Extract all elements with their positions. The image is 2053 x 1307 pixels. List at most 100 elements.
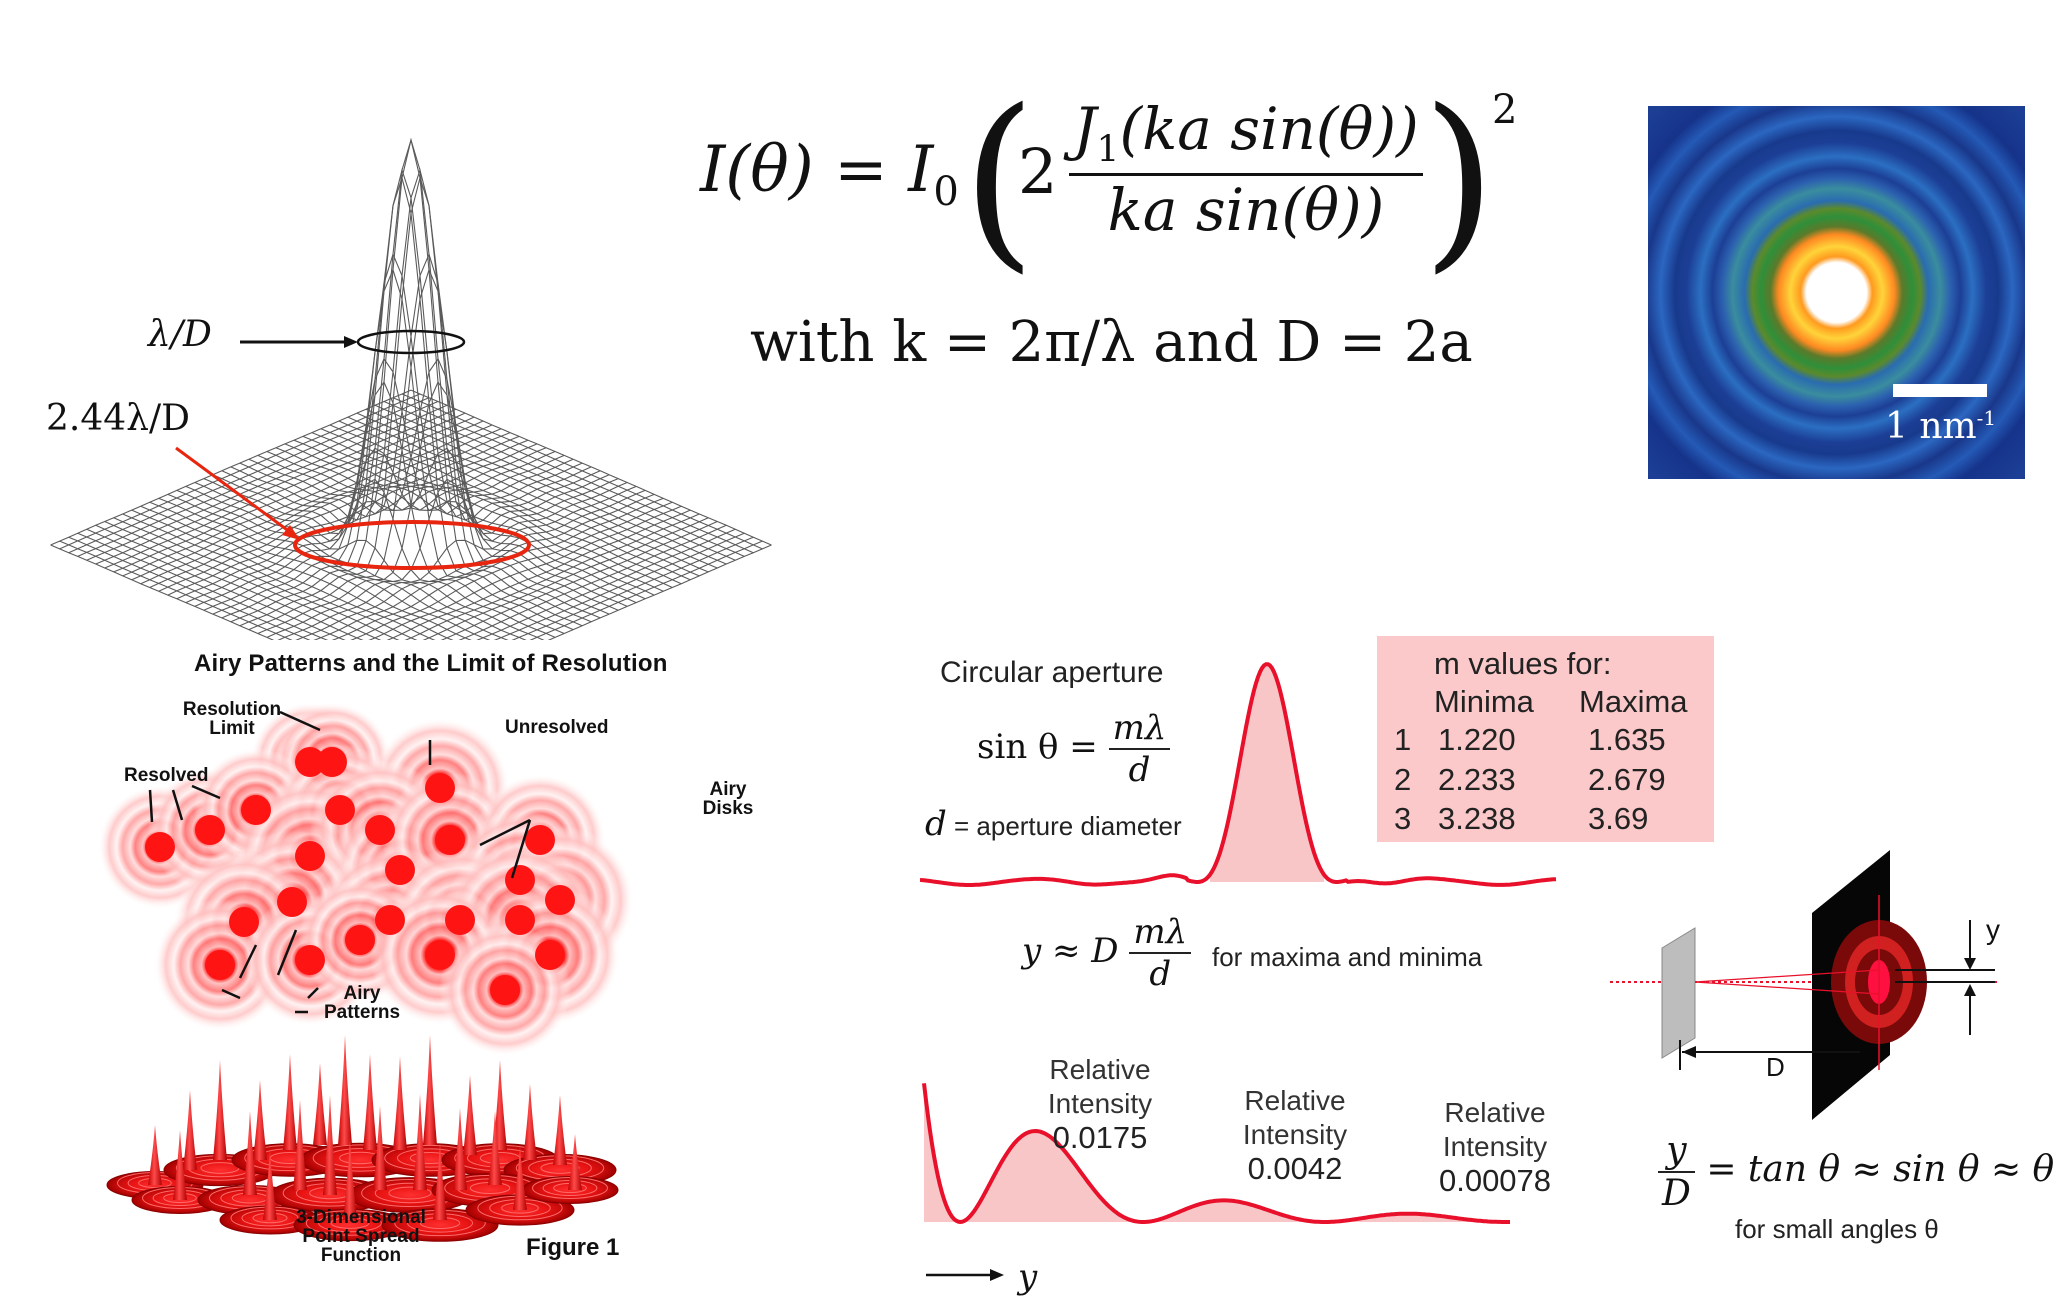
- intensity-formula: I(θ) = I0 ( 2 J1(ka sin(θ)) ka sin(θ)) )…: [700, 85, 1530, 295]
- airy-disk-core: [205, 950, 235, 980]
- fraction-bar: [1069, 172, 1423, 176]
- psf-spike: [393, 1056, 407, 1150]
- mesh-line: [167, 493, 509, 640]
- airy-disk-core: [325, 795, 355, 825]
- row-1-min: 1.220: [1438, 722, 1516, 757]
- callout-lines: [148, 710, 532, 1014]
- mesh-line: [104, 520, 382, 640]
- airy-disk-core: [365, 815, 395, 845]
- relative-intensity-3: Relative Intensity 0.00078: [1438, 1097, 1552, 1198]
- mesh-line: [158, 497, 491, 640]
- formula-denominator: ka sin(θ)): [1107, 175, 1385, 244]
- airy-disk-core: [195, 815, 225, 845]
- scale-label: 1 nm-1: [1885, 406, 1997, 447]
- mesh-surface: [50, 137, 772, 640]
- formula-numerator: J1(ka sin(θ)): [1073, 95, 1419, 171]
- airy-figure-art: [100, 702, 634, 1242]
- row-2-m: 2: [1394, 762, 1412, 797]
- mesh-line: [331, 497, 664, 640]
- unresolved-label: Unresolved: [505, 717, 609, 738]
- small-angle-equation: y D = tan θ ≈ sin θ ≈ θ: [1658, 1130, 2053, 1214]
- mesh-line: [313, 493, 655, 640]
- mesh-line: [440, 520, 718, 640]
- airy-disk-core: [241, 795, 271, 825]
- mesh-line: [350, 501, 673, 640]
- row-1-m: 1: [1394, 722, 1412, 757]
- mesh-line: [68, 536, 311, 640]
- central-peak-curve: [920, 662, 1557, 887]
- airy-disk-core: [145, 832, 175, 862]
- small-angles-note: for small angles θ: [1735, 1214, 1939, 1244]
- psf-spike: [263, 1150, 277, 1220]
- mesh-line: [422, 517, 709, 640]
- mesh-line: [50, 544, 275, 640]
- ray-lower: [1694, 981, 1880, 995]
- mesh-line: [203, 380, 565, 635]
- row-3-min: 3.238: [1438, 801, 1516, 836]
- mesh-line: [493, 532, 745, 640]
- airy-disks-label: Airy Disks: [702, 779, 754, 819]
- relative-intensity-1: Relative Intensity 0.0175: [1047, 1054, 1153, 1155]
- psf-spike: [253, 1080, 267, 1160]
- psf-spike: [243, 1111, 257, 1195]
- mesh-line: [386, 509, 691, 640]
- airy-disk-core: [385, 855, 415, 885]
- formula-fraction: J1(ka sin(θ)) ka sin(θ)): [1065, 95, 1427, 244]
- mesh-line: [221, 175, 583, 627]
- mesh-line: [239, 175, 601, 627]
- y-axis-label: y: [1018, 1257, 1038, 1297]
- psf-spike: [413, 1094, 427, 1190]
- diffraction-pattern-image: 1 nm-1: [1648, 106, 2025, 479]
- mesh-line: [511, 536, 754, 640]
- psf-spike: [553, 1095, 567, 1165]
- left-paren: (: [962, 69, 1037, 290]
- side-lobes-curve: [922, 1083, 1510, 1225]
- row-3-max: 3.69: [1588, 801, 1649, 836]
- right-paren: ): [1422, 69, 1497, 290]
- psf-spike: [323, 1095, 337, 1195]
- mesh-line: [248, 268, 610, 631]
- airy-disk-core: [295, 945, 325, 975]
- scale-bar: [1893, 384, 1987, 397]
- mesh-line: [131, 509, 436, 640]
- psf-spike: [488, 1111, 502, 1185]
- central-peak-fill: [1210, 664, 1324, 882]
- ring-arrow: [175, 446, 291, 534]
- psf-spike: [493, 1060, 507, 1150]
- airy-disk-core: [505, 865, 535, 895]
- maxima-minima-note: for maxima and minima: [1212, 942, 1483, 972]
- mesh-line: [368, 505, 682, 640]
- airy-disk-core: [295, 841, 325, 871]
- formula-two: 2: [1018, 135, 1058, 208]
- mesh-line: [113, 517, 400, 640]
- psf-spike: [363, 1054, 377, 1150]
- mesh-line: [122, 513, 418, 640]
- psf-spike: [433, 1142, 447, 1220]
- d-arrowhead-left: [1682, 1046, 1696, 1058]
- lambda-d-arrowhead: [344, 336, 358, 348]
- psf-spike: [338, 1035, 352, 1145]
- airy-disk-core: [445, 905, 475, 935]
- airy-disk-core: [295, 747, 325, 777]
- row-2-min: 2.233: [1438, 762, 1516, 797]
- airy-disk-core: [277, 887, 307, 917]
- psf-spike: [283, 1054, 297, 1150]
- m-values-table: m values for: Minima Maxima 1 1.220 1.63…: [1377, 636, 1714, 842]
- formula-lhs: I(θ) = I0: [700, 133, 959, 215]
- sin-theta-equation: sin θ = mλ d: [977, 708, 1171, 790]
- psf-ring: [388, 1186, 432, 1200]
- screen-y-label: y: [1986, 914, 2000, 945]
- airy-disk-core: [229, 907, 259, 937]
- mesh-line: [140, 505, 454, 640]
- y-equation: y ≈ D mλ d: [1022, 912, 1192, 994]
- col-maxima: Maxima: [1579, 684, 1688, 719]
- row-2-max: 2.679: [1588, 762, 1666, 797]
- psf-spike: [148, 1125, 162, 1185]
- ring-arrowhead: [282, 525, 300, 540]
- psf-spike: [423, 1035, 437, 1145]
- airy-mesh-plot: [50, 137, 772, 640]
- psf-spike: [213, 1060, 227, 1160]
- psf-spike: [523, 1084, 537, 1160]
- airy-disk-core: [505, 905, 535, 935]
- airy-disk-core: [425, 940, 455, 970]
